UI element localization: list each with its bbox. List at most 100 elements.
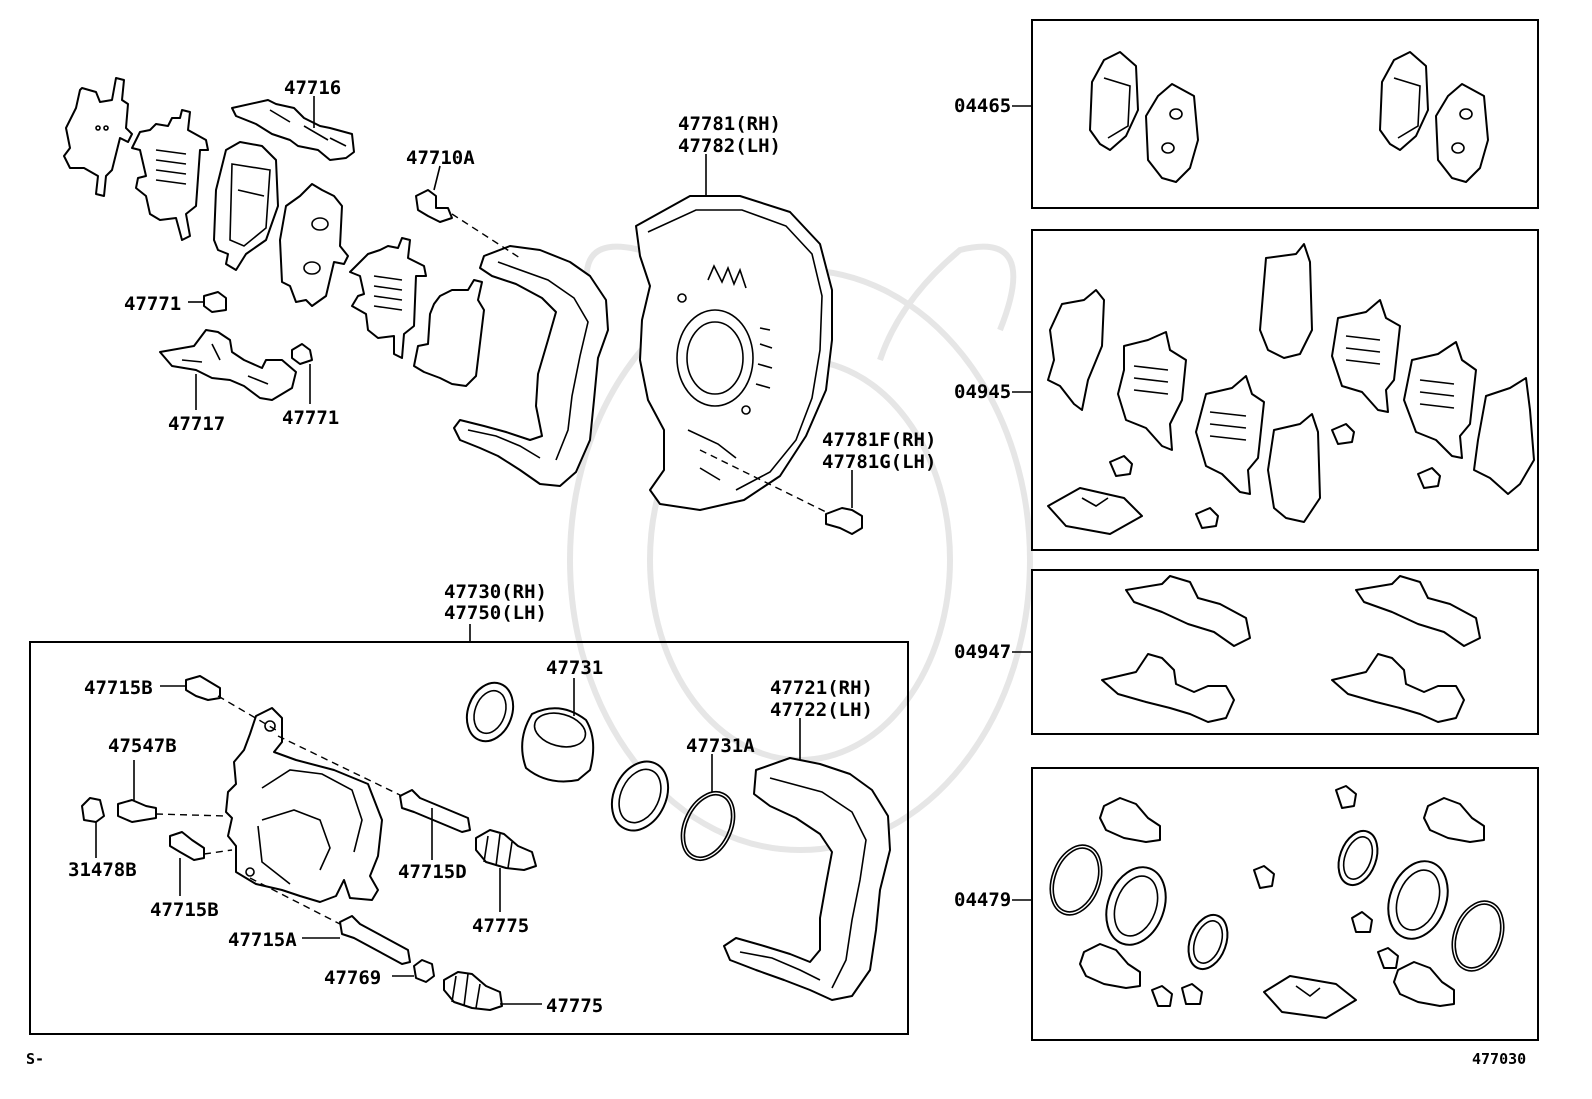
caliper-mounting-bracket-47721[interactable]: [723, 757, 891, 1001]
kit-04945-shim-5[interactable]: [1195, 375, 1265, 495]
kit-04479-grease-packet[interactable]: [1263, 975, 1357, 1019]
anti-squeal-shim-outer[interactable]: [63, 77, 133, 197]
label-47781G-lh: 47781G(LH): [822, 451, 936, 473]
kit-04947-plate-2[interactable]: [1101, 653, 1235, 723]
kit-04945-clip-4[interactable]: [1417, 467, 1441, 489]
kit-04479-ring-6[interactable]: [1443, 894, 1513, 978]
label-47781F-rh: 47781F(RH): [822, 429, 936, 451]
bleeder-cap-31478B[interactable]: [81, 797, 105, 823]
kit-04947-plate-4[interactable]: [1331, 653, 1465, 723]
kit-04479-bushing-2[interactable]: [1253, 865, 1275, 889]
label-47769: 47769: [324, 967, 381, 989]
pin-boot-47775-bottom[interactable]: [443, 971, 503, 1011]
kit-04945-shim-4[interactable]: [1331, 299, 1401, 413]
cylinder-piston-47731[interactable]: [521, 707, 595, 783]
label-47771-mid: 47771: [282, 407, 339, 429]
kit-04479-ring-1[interactable]: [1041, 838, 1111, 922]
kit-04465-pad-right-b[interactable]: [1435, 83, 1489, 183]
assembly-line-slide-pin-a: [249, 877, 341, 925]
anti-squeal-shim-4[interactable]: [413, 279, 485, 387]
kit-04945-clip-1[interactable]: [1109, 455, 1133, 477]
label-47547B: 47547B: [108, 735, 177, 757]
kit-04479-boot-1[interactable]: [1099, 797, 1161, 843]
label-47730-rh: 47730(RH): [444, 581, 547, 603]
assembly-line-bolt-b-bot: [203, 849, 233, 855]
pad-support-plate-lower[interactable]: [159, 329, 297, 401]
caliper-cylinder-body[interactable]: [225, 707, 383, 903]
pin-boot-47775-mid[interactable]: [475, 829, 537, 871]
dust-cover-bolt[interactable]: [825, 507, 863, 535]
kit-04479-boot-3[interactable]: [1079, 943, 1141, 989]
label-47715A: 47715A: [228, 929, 297, 951]
assembly-line-slide-pin: [277, 735, 403, 797]
kit-04479-ring-2[interactable]: [1096, 859, 1176, 953]
kit-04947-plate-1[interactable]: [1125, 575, 1251, 647]
piston-seal-ring[interactable]: [459, 676, 521, 747]
kit-04945-shim-1[interactable]: [1047, 289, 1105, 411]
kit-04479-boot-4[interactable]: [1393, 961, 1455, 1007]
label-47782-lh: 47782(LH): [678, 135, 781, 157]
kit-04465-pads: [1089, 51, 1489, 183]
slide-pin-47715D[interactable]: [399, 789, 471, 833]
label-47731: 47731: [546, 657, 603, 679]
kit-04479-bushing-3[interactable]: [1351, 911, 1373, 933]
bolt-47715B-top[interactable]: [185, 675, 221, 701]
kit-box-04945: [1031, 229, 1539, 551]
caliper-mounting-bracket[interactable]: [453, 245, 609, 487]
label-47717: 47717: [168, 413, 225, 435]
kit-04947-plates: [1101, 575, 1481, 723]
label-47775-mid: 47775: [472, 915, 529, 937]
piston-seal-47731A[interactable]: [671, 783, 745, 869]
kit-04479-bushing-6[interactable]: [1181, 983, 1203, 1005]
kit-04945-shims: [1047, 243, 1535, 535]
pad-support-plate-upper[interactable]: [231, 99, 355, 161]
kit-04465-pad-left-a[interactable]: [1089, 51, 1139, 151]
bleeder-plug-47547B[interactable]: [117, 799, 157, 823]
kit-04945-shim-2[interactable]: [1117, 331, 1187, 451]
label-47781-rh: 47781(RH): [678, 113, 781, 135]
pad-wear-clip-2[interactable]: [291, 343, 313, 365]
kit-04479-bushing-4[interactable]: [1377, 947, 1399, 969]
label-kit-04945: 04945: [954, 381, 1011, 403]
piston-boot-ring[interactable]: [601, 752, 679, 839]
pad-assembly-group: [63, 77, 485, 401]
leader-47710A: [433, 165, 441, 191]
bushing-47769[interactable]: [413, 959, 435, 983]
kit-04479-ring-3[interactable]: [1182, 910, 1235, 975]
disc-brake-dust-cover-group: [635, 195, 833, 511]
slide-pin-47715A[interactable]: [339, 915, 411, 965]
caliper-assembly-box: [29, 641, 909, 1035]
kit-04945-clip-2[interactable]: [1195, 507, 1219, 529]
kit-04465-pad-left-b[interactable]: [1145, 83, 1199, 183]
kit-04479-bushing-1[interactable]: [1335, 785, 1357, 809]
label-47771-top: 47771: [124, 293, 181, 315]
kit-04465-pad-right-a[interactable]: [1379, 51, 1429, 151]
anti-squeal-shim-inner[interactable]: [131, 109, 209, 241]
kit-04945-shim-3[interactable]: [1259, 243, 1313, 359]
caliper-body-group: [225, 707, 383, 903]
kit-04479-bushing-5[interactable]: [1151, 985, 1173, 1007]
kit-04479-boot-2[interactable]: [1423, 797, 1485, 843]
disc-brake-pad-1[interactable]: [213, 141, 279, 271]
label-47775-bottom: 47775: [546, 995, 603, 1017]
bolt-47710A[interactable]: [415, 189, 453, 223]
disc-brake-pad-2[interactable]: [279, 183, 349, 307]
kit-04945-grease-packet[interactable]: [1047, 487, 1143, 535]
kit-04479-ring-4[interactable]: [1332, 826, 1385, 891]
kit-04947-plate-3[interactable]: [1355, 575, 1481, 647]
kit-04479-ring-5[interactable]: [1378, 853, 1458, 947]
pad-wear-clip-1[interactable]: [203, 291, 227, 313]
kit-box-04947: [1031, 569, 1539, 735]
kit-04945-shim-7[interactable]: [1403, 341, 1477, 459]
bolt-47715B-bottom[interactable]: [169, 831, 205, 861]
label-31478B: 31478B: [68, 859, 137, 881]
label-kit-04479: 04479: [954, 889, 1011, 911]
kit-04945-clip-3[interactable]: [1331, 423, 1355, 445]
disc-brake-dust-cover[interactable]: [635, 195, 833, 511]
caliper-mounting-bracket-top: [453, 245, 609, 487]
kit-04945-shim-6[interactable]: [1267, 413, 1321, 523]
kit-04945-shim-8[interactable]: [1473, 377, 1535, 495]
label-47715B-top: 47715B: [84, 677, 153, 699]
label-47731A: 47731A: [686, 735, 755, 757]
